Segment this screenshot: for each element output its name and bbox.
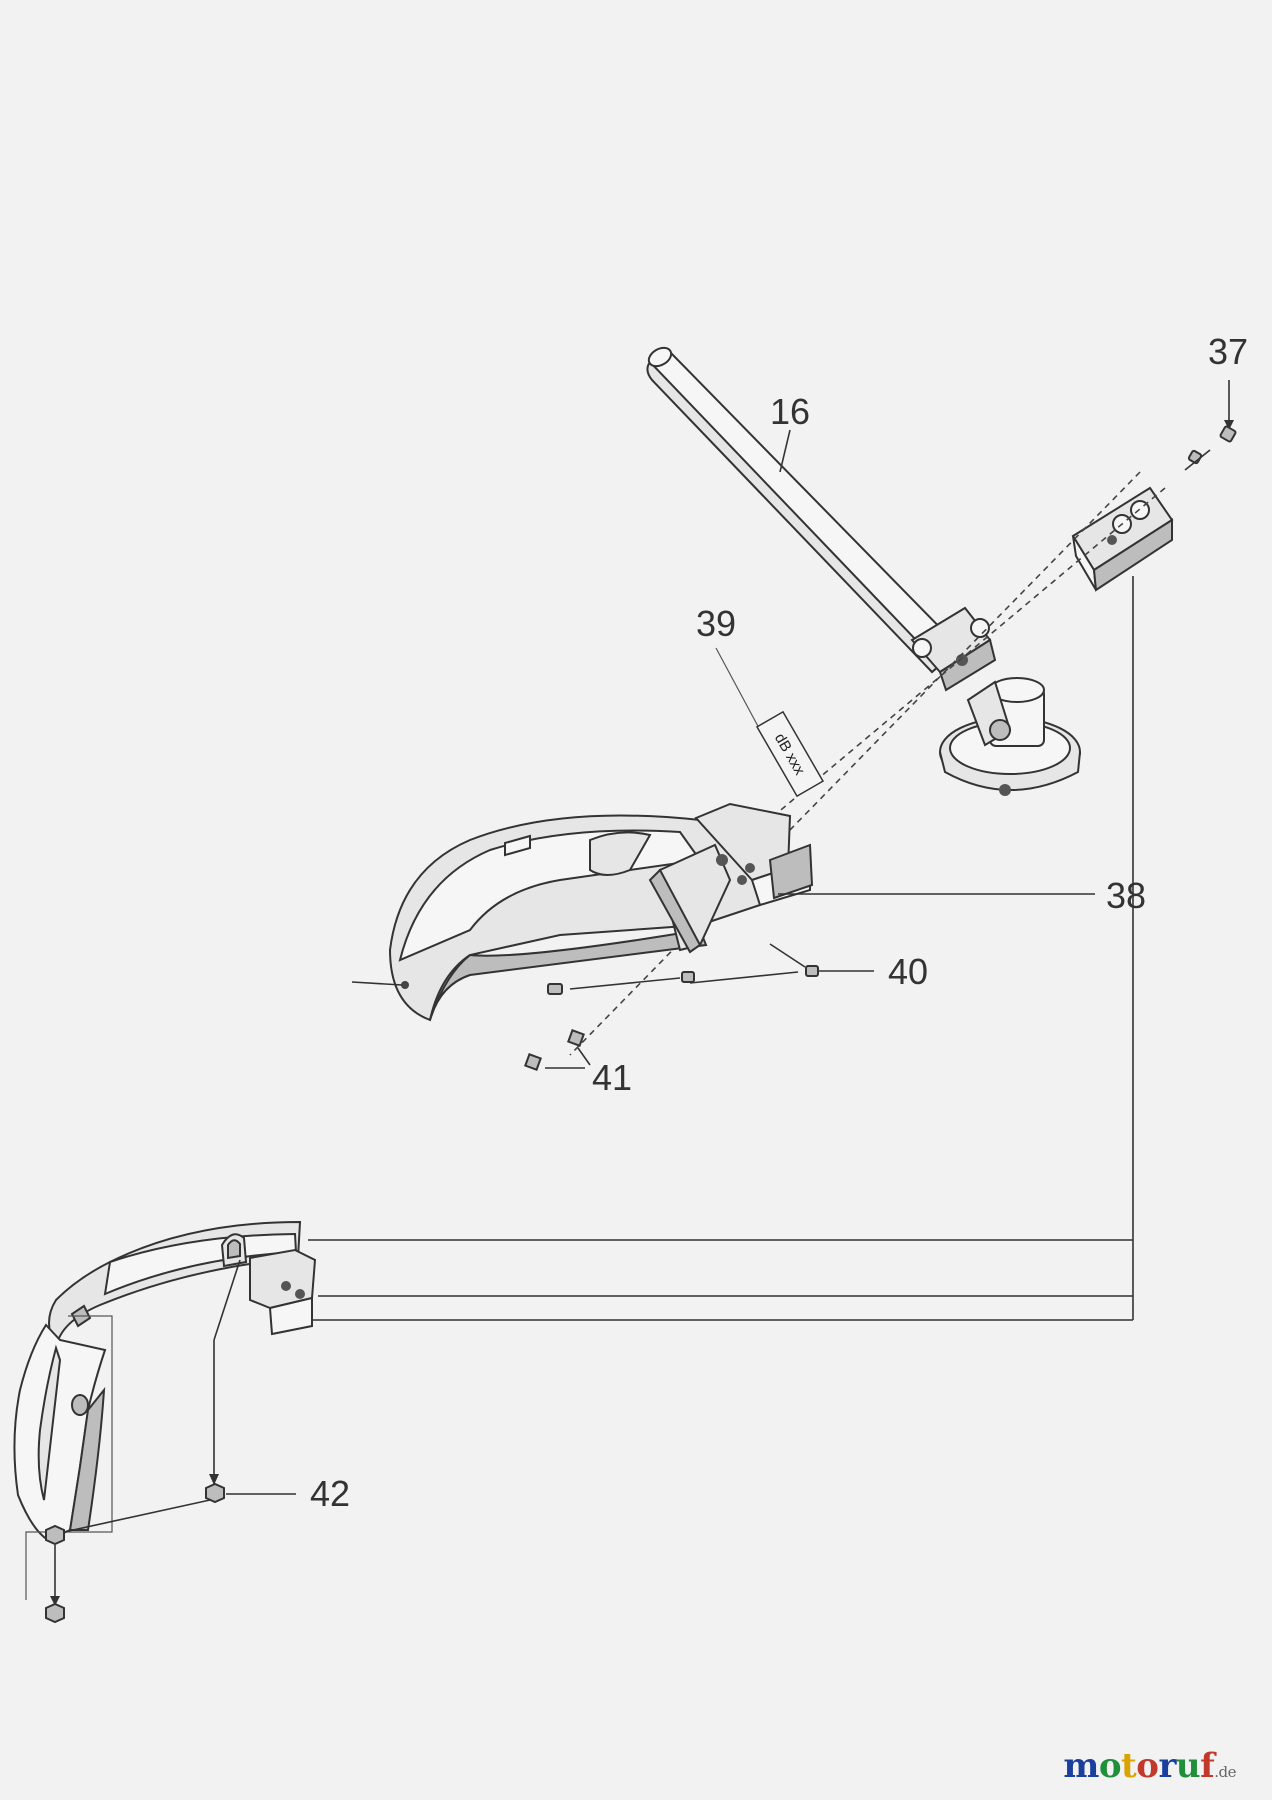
- callout-38: 38: [1106, 875, 1146, 916]
- callout-37: 37: [1208, 331, 1248, 372]
- part-42-nuts: [45, 1259, 296, 1624]
- watermark-letter: t: [1121, 1746, 1137, 1786]
- watermark-letters: motoruf: [1063, 1746, 1214, 1786]
- callout-42: 42: [310, 1473, 350, 1514]
- assembly-line-lower: [569, 471, 1141, 1056]
- watermark-letter: f: [1200, 1746, 1215, 1786]
- watermark-letter: o: [1136, 1746, 1159, 1786]
- part-16-shaft: [646, 346, 962, 674]
- leader-16: [779, 429, 791, 473]
- watermark-letter: m: [1063, 1746, 1099, 1786]
- watermark-letter: u: [1175, 1746, 1201, 1786]
- part-38-leaders: [308, 576, 1134, 1321]
- callout-16: 16: [770, 391, 810, 432]
- watermark-suffix: .de: [1214, 1763, 1236, 1781]
- part-40-screws: [547, 943, 874, 995]
- part-37-screws: [1184, 380, 1237, 471]
- grass-guard-lower: [13, 1220, 317, 1600]
- leader-guard-hole: [351, 981, 403, 986]
- watermark-logo: motoruf.de: [1063, 1746, 1236, 1786]
- callout-40: 40: [888, 951, 928, 992]
- grass-guard-upper: [388, 802, 814, 1022]
- watermark-letter: o: [1098, 1746, 1122, 1786]
- part-39-decal: dB xxx: [715, 647, 825, 798]
- gear-head: [939, 677, 1081, 796]
- watermark-letter: r: [1158, 1746, 1176, 1786]
- callout-41: 41: [592, 1057, 632, 1098]
- callout-39: 39: [696, 603, 736, 644]
- clamp-block: [1071, 486, 1174, 592]
- part-41-nuts: [524, 1029, 591, 1071]
